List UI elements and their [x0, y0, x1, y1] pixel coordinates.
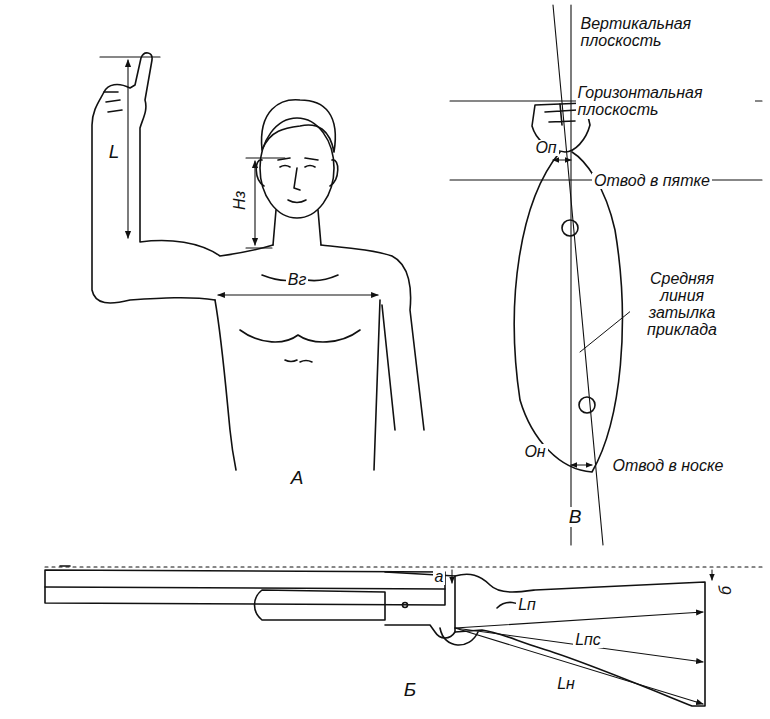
drawing-stroke	[254, 161, 255, 245]
drawing-stroke	[374, 300, 380, 470]
figure-label: б	[718, 583, 735, 596]
drawing-stroke	[382, 305, 395, 430]
figure-label: Lп	[516, 597, 538, 614]
figure-label: Lн	[555, 676, 577, 693]
figure-label: L	[107, 142, 122, 162]
man-figure	[92, 53, 424, 470]
figure-label: Отвод в пятке	[592, 173, 712, 190]
figure-label: Оп	[533, 140, 558, 157]
figure-label: В	[567, 507, 584, 527]
drawing-stroke	[321, 245, 424, 430]
drawing-stroke	[580, 310, 632, 352]
drawing-stroke	[104, 92, 122, 112]
drawing-stroke	[294, 168, 300, 190]
drawing-stroke	[571, 465, 592, 466]
drawing-stroke	[288, 200, 306, 203]
drawing-stroke	[218, 294, 378, 295]
drawing-stroke	[100, 56, 160, 57]
figure-label: Lпс	[573, 632, 603, 649]
drawing-stroke	[127, 60, 128, 238]
figure-label: Вертикальная плоскость	[579, 16, 708, 50]
drawing-stroke	[455, 612, 703, 628]
figure-label: Он	[522, 444, 547, 461]
drawing-stroke	[215, 300, 236, 470]
figure-label: Hз	[232, 188, 249, 211]
drawing-stroke	[570, 5, 571, 545]
drawing-stroke	[262, 100, 336, 152]
drawing-stroke	[455, 628, 703, 704]
drawing-stroke	[455, 574, 705, 706]
drawing-stroke	[553, 160, 571, 161]
drawing-stroke	[240, 330, 360, 342]
drawing-stroke	[92, 53, 273, 303]
drawing-stroke	[514, 152, 622, 472]
drawing-stroke	[455, 628, 703, 662]
drawing-stroke	[273, 210, 321, 245]
shotgun-figure	[45, 566, 765, 706]
drawing-stroke	[403, 603, 408, 608]
drawing-stroke	[545, 104, 577, 125]
figure-label: Вг	[286, 272, 309, 289]
figure-label: Горизонтальная плоскость	[576, 85, 755, 119]
drawing-stroke	[562, 220, 578, 236]
drawing-stroke	[452, 570, 453, 583]
drawing-stroke	[45, 566, 765, 567]
drawing-stroke	[579, 397, 595, 413]
drawing-stroke	[256, 160, 264, 186]
drawing-stroke	[280, 166, 315, 168]
drawing-stroke	[260, 118, 334, 218]
figure-label: А	[289, 468, 306, 488]
butt-plate-figure	[450, 5, 762, 545]
figure-label: Отвод в носке	[611, 458, 726, 475]
drawing-stroke	[330, 160, 338, 186]
figure-label: Б	[402, 680, 418, 700]
figure-label: Средняя линия затылка приклада	[630, 271, 734, 338]
figure-label: а	[433, 569, 446, 586]
drawing-stroke	[246, 158, 285, 248]
drawing-stroke	[285, 360, 312, 362]
drawing-stroke	[60, 565, 70, 567]
drawing-stroke	[712, 570, 713, 580]
drawing-stroke	[45, 587, 445, 589]
drawing-stroke	[255, 590, 386, 620]
